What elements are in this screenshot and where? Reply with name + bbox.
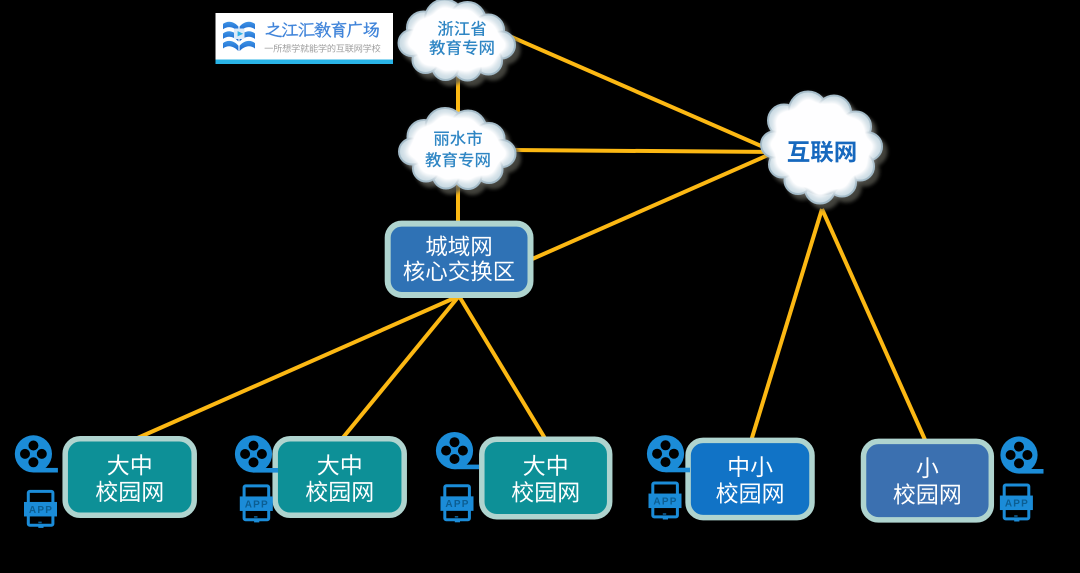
svg-text:APP: APP	[653, 496, 677, 507]
svg-text:APP: APP	[29, 505, 53, 516]
svg-text:APP: APP	[1005, 498, 1029, 509]
svg-text:APP: APP	[245, 499, 269, 510]
svg-text:APP: APP	[445, 499, 469, 510]
